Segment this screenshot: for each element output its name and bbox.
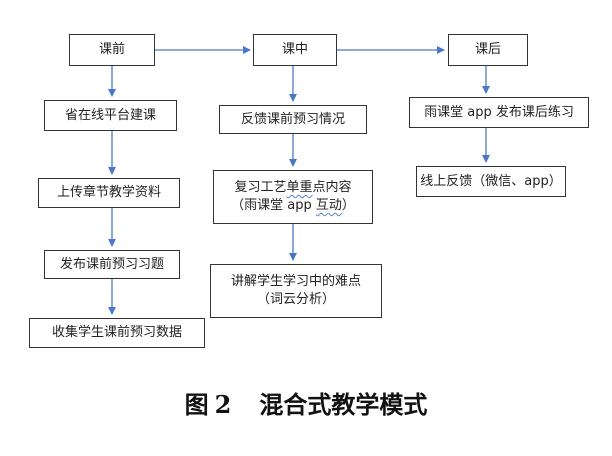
spellcheck-underline: 单重 [286, 180, 313, 195]
mid-step-explain-line1: 讲解学生学习中的难点 [230, 274, 361, 289]
stage-post-label: 课后 [474, 42, 501, 57]
stage-mid-label: 课中 [281, 42, 308, 57]
pre-step-label: 上传章节教学资料 [56, 185, 161, 200]
pre-step-label: 收集学生课前预习数据 [51, 325, 182, 340]
mid-step-explain-line2: （词云分析） [256, 292, 335, 307]
pre-step-upload-materials: 上传章节教学资料 [38, 178, 180, 208]
spellcheck-underline: 互动 [315, 198, 342, 213]
mid-step-review-line2: （雨课堂 app 互动） [231, 198, 355, 213]
pre-step-label: 发布课前预习习题 [59, 256, 164, 272]
caption-number: 2 [214, 390, 232, 419]
mid-step-feedback: 反馈课前预习情况 [219, 105, 367, 134]
mid-step-review: 复习工艺单重点内容 （雨课堂 app 互动） [213, 170, 373, 224]
post-step-online-feedback: 线上反馈（微信、app） [416, 166, 566, 197]
mid-step-label: 反馈课前预习情况 [240, 111, 345, 127]
stage-mid-box: 课中 [253, 34, 337, 66]
pre-step-label: 省在线平台建课 [64, 107, 156, 123]
stage-pre-box: 课前 [69, 34, 155, 66]
caption-title: 混合式教学模式 [259, 390, 428, 419]
pre-step-publish-exercises: 发布课前预习习题 [44, 250, 180, 279]
post-step-publish-practice: 雨课堂 app 发布课后练习 [409, 97, 589, 128]
stage-post-box: 课后 [448, 34, 528, 66]
pre-step-collect-data: 收集学生课前预习数据 [29, 318, 205, 348]
stage-pre-label: 课前 [98, 42, 125, 57]
mid-step-explain-difficulties: 讲解学生学习中的难点 （词云分析） [210, 264, 382, 318]
post-step-label: 线上反馈（微信、app） [420, 173, 562, 189]
caption-fig: 图 [184, 390, 209, 419]
mid-step-review-line1: 复习工艺单重点内容 [234, 180, 352, 195]
pre-step-create-course: 省在线平台建课 [44, 100, 177, 131]
post-step-label: 雨课堂 app 发布课后练习 [424, 104, 574, 120]
